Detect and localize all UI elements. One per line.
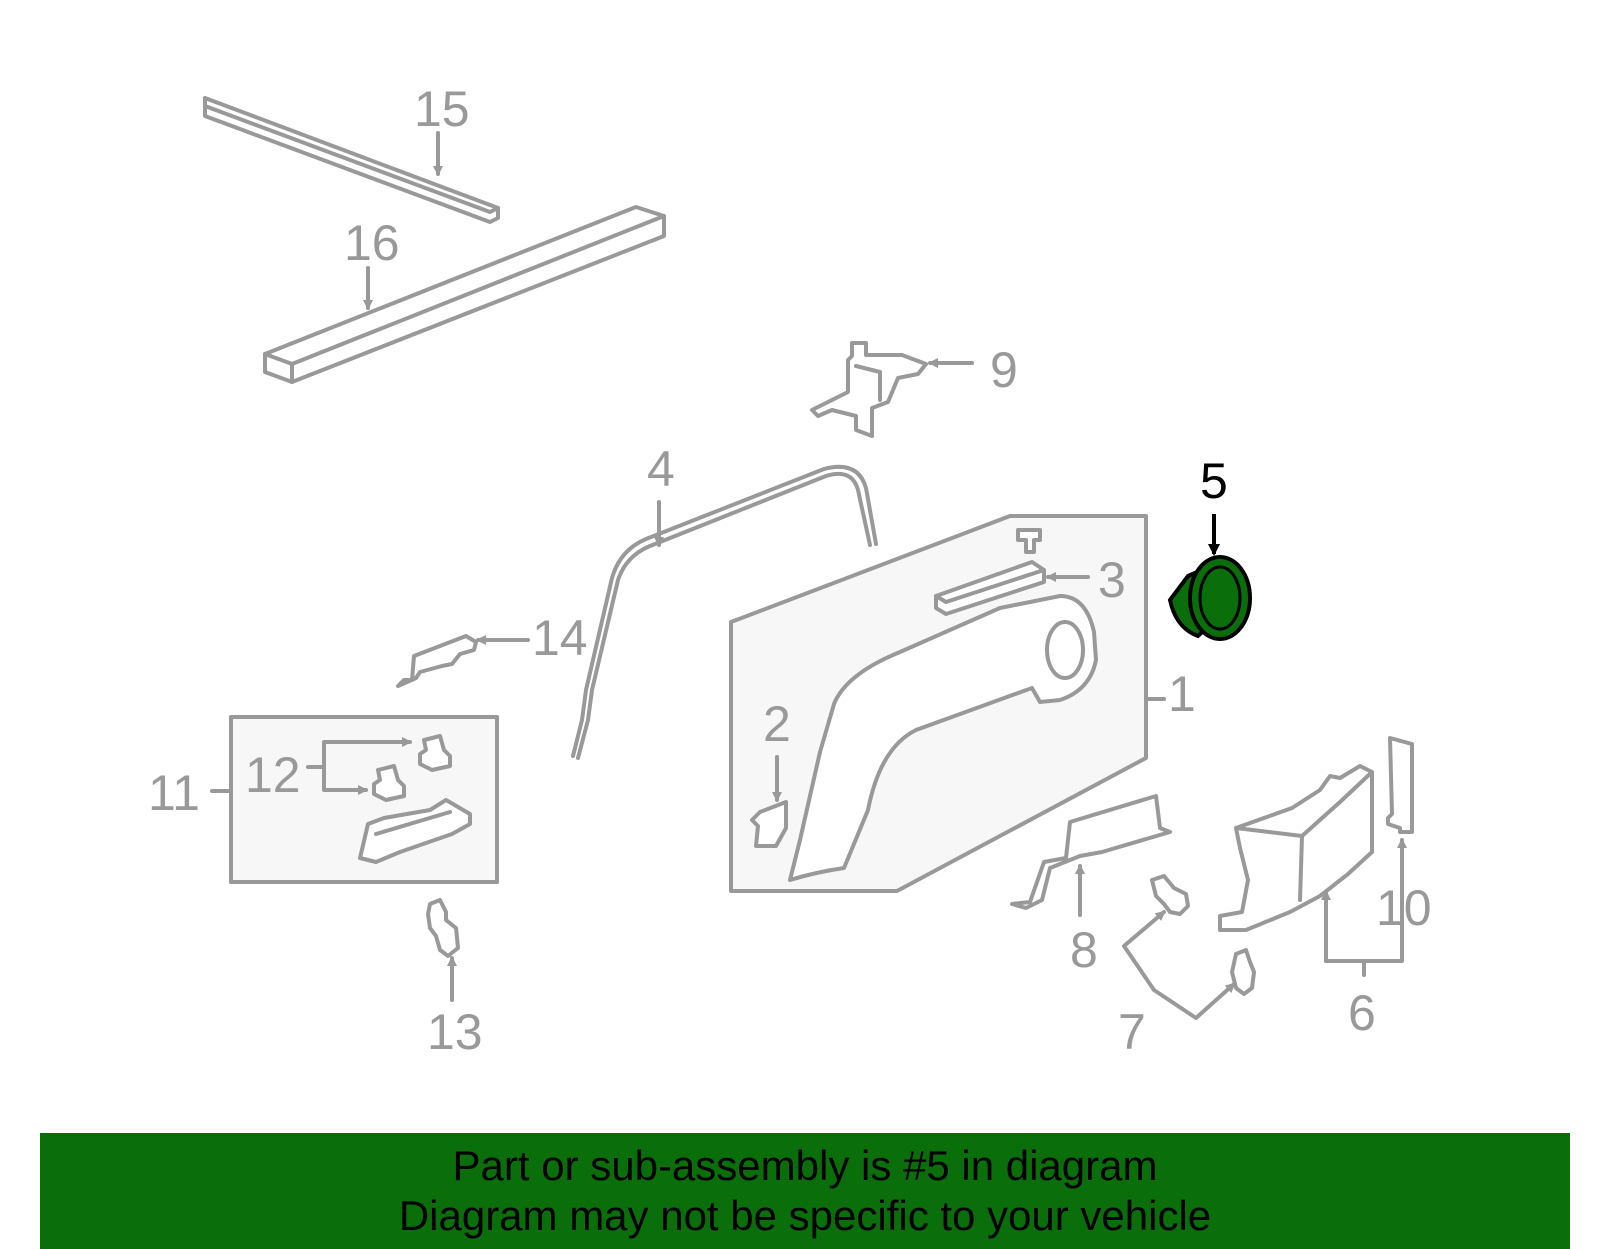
callout-14: 14 (532, 610, 588, 666)
part-5-highlighted (1167, 514, 1252, 641)
part-4-weatherstrip (571, 464, 878, 760)
callout-4: 4 (647, 441, 675, 497)
callout-12: 12 (245, 747, 301, 803)
part-15-rail (203, 96, 500, 224)
callout-8: 8 (1070, 922, 1098, 978)
callout-16: 16 (344, 215, 400, 271)
part-13-pushpin (426, 898, 460, 1002)
callout-7: 7 (1118, 1004, 1146, 1060)
part-10-bracket (1386, 736, 1414, 834)
part-7-pushpins (1122, 874, 1256, 1020)
part-6-lower-trim (1218, 764, 1407, 977)
part-16-sill (263, 205, 666, 384)
callout-11: 11 (148, 765, 200, 821)
callout-9: 9 (990, 342, 1018, 398)
callout-15: 15 (414, 81, 470, 137)
part-11-box (210, 715, 499, 884)
part-1-panel-box (729, 514, 1166, 893)
banner-line-1: Part or sub-assembly is #5 in diagram (452, 1142, 1158, 1189)
callout-2: 2 (763, 696, 791, 752)
callout-10: 10 (1376, 880, 1432, 936)
callout-1: 1 (1168, 666, 1196, 722)
part-14-bracket (396, 634, 530, 688)
callout-3: 3 (1098, 552, 1126, 608)
info-banner: Part or sub-assembly is #5 in diagram Di… (40, 1133, 1570, 1249)
banner-line-2: Diagram may not be specific to your vehi… (398, 1192, 1212, 1239)
callout-13: 13 (427, 1004, 483, 1060)
callout-5: 5 (1200, 453, 1228, 509)
part-9-bracket (810, 341, 974, 438)
callout-6: 6 (1348, 985, 1376, 1041)
part-8-reinforcement (1010, 794, 1172, 917)
parts-diagram: 15 16 9 4 5 3 14 1 2 12 11 10 8 6 13 7 (148, 81, 1432, 1060)
